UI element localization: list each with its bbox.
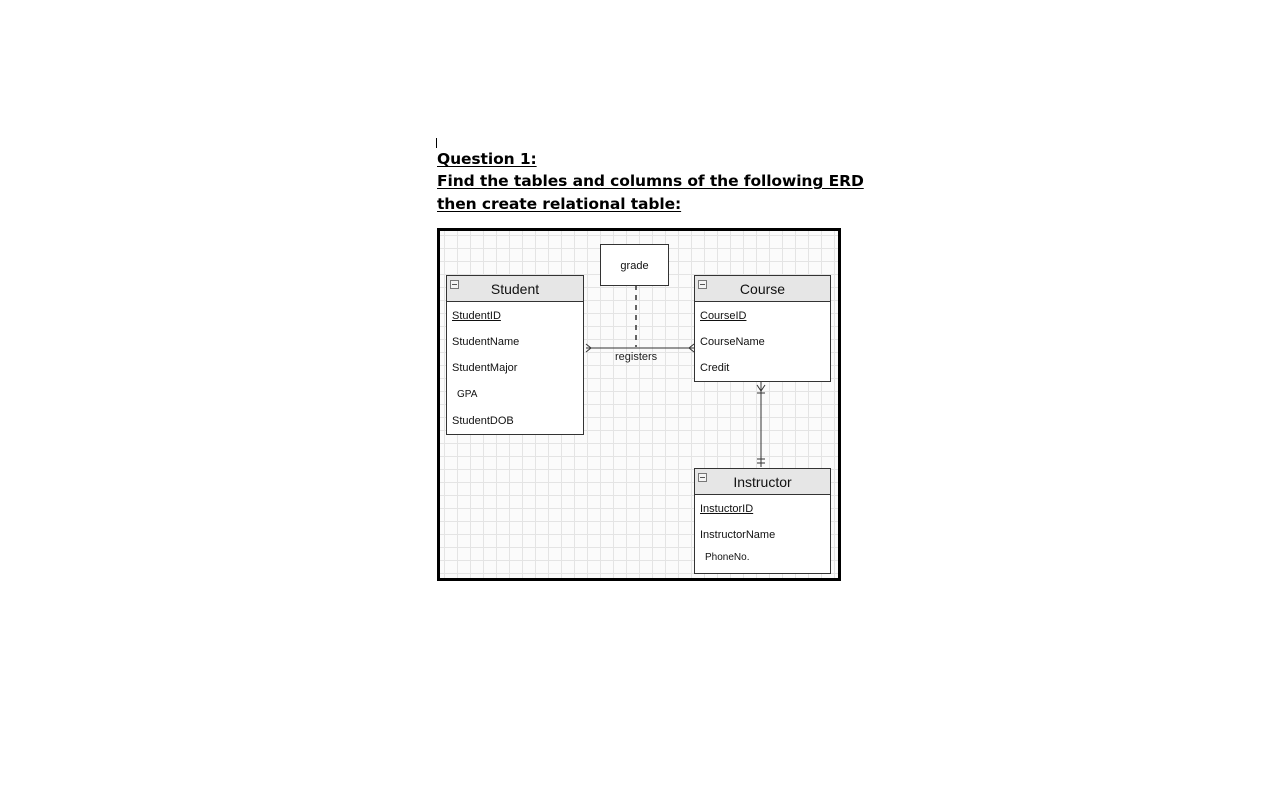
instructor-entity-header: Instructor: [695, 469, 830, 495]
course-entity: Course CourseID CourseName Credit: [694, 275, 831, 382]
question-instruction-line-1: Find the tables and columns of the follo…: [437, 172, 864, 190]
student-attribute: StudentDOB: [452, 415, 514, 427]
question-instruction-line-2: then create relational table:: [437, 195, 682, 213]
student-entity-title: Student: [490, 281, 540, 297]
instructor-entity: Instructor InstuctorID InstructorName Ph…: [694, 468, 831, 574]
student-crowfoot-top: [585, 343, 592, 349]
collapse-icon[interactable]: [450, 280, 459, 289]
course-attribute: CourseName: [700, 336, 765, 348]
instructor-link-crowfoot-left: [756, 384, 762, 392]
instructor-attribute: PhoneNo.: [705, 552, 750, 563]
course-crowfoot-bottom: [688, 347, 695, 353]
erd-connectors: [585, 285, 766, 467]
collapse-icon[interactable]: [698, 473, 707, 482]
question-title: Question 1:: [437, 150, 537, 168]
student-attribute: StudentMajor: [452, 362, 518, 374]
collapse-icon[interactable]: [698, 280, 707, 289]
course-attribute: Credit: [700, 362, 730, 374]
registers-label: registers: [615, 351, 658, 363]
text-cursor: [436, 138, 437, 148]
student-crowfoot-bottom: [585, 347, 592, 353]
instructor-attribute: InstructorName: [700, 529, 776, 541]
student-attribute: GPA: [457, 389, 478, 400]
student-attribute-pk: StudentID: [452, 310, 501, 322]
student-entity: Student StudentID StudentName StudentMaj…: [446, 275, 584, 435]
student-entity-header: Student: [447, 276, 583, 302]
course-entity-header: Course: [695, 276, 830, 302]
instructor-entity-title: Instructor: [733, 474, 792, 490]
course-crowfoot-top: [688, 343, 695, 349]
instructor-attribute-pk: InstuctorID: [700, 503, 754, 515]
grade-attribute-box: grade: [600, 244, 669, 286]
student-attribute: StudentName: [452, 336, 520, 348]
course-entity-title: Course: [739, 281, 786, 297]
instructor-link-crowfoot-right: [760, 384, 766, 392]
course-attribute-pk: CourseID: [700, 310, 747, 322]
erd-diagram: grade registers Student StudentID Studen…: [437, 228, 841, 581]
